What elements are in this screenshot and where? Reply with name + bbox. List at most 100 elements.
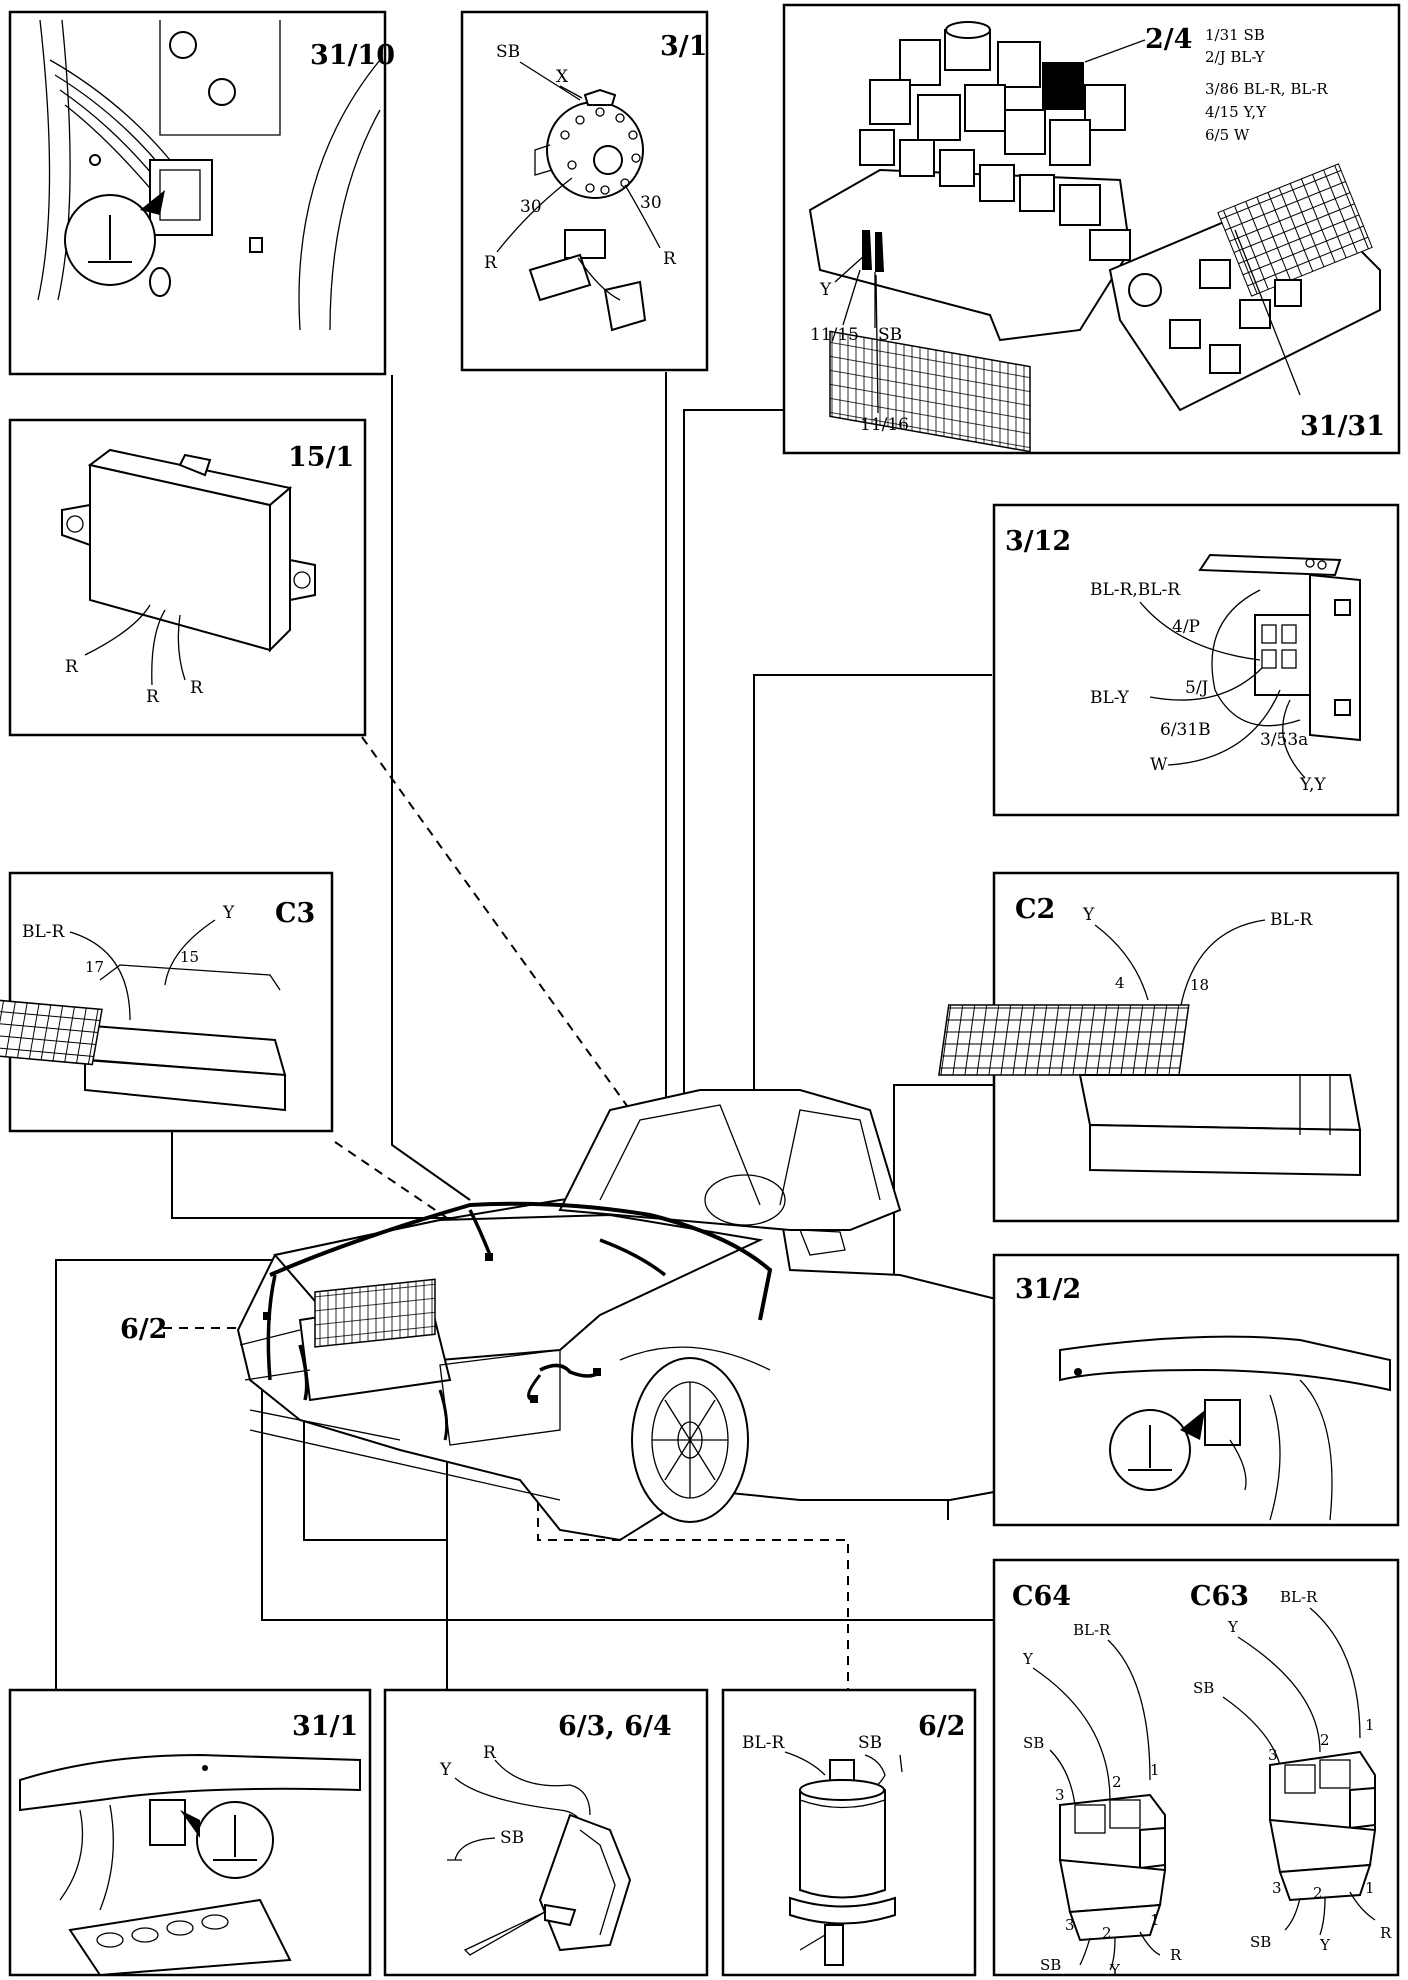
fuse-box-icon [1108, 163, 1381, 412]
panel-31-1-title: 31/1 [292, 1711, 358, 1742]
svg-text:3: 3 [1065, 1916, 1075, 1934]
panel-2-4-title: 2/4 [1145, 24, 1192, 55]
svg-text:SB: SB [1040, 1956, 1061, 1974]
panel-15-1: 15/1 R R R [8, 418, 367, 737]
svg-text:4/15 Y,Y: 4/15 Y,Y [1205, 103, 1267, 121]
svg-text:2: 2 [1112, 1773, 1122, 1791]
connector-c3-icon [0, 964, 287, 1112]
connector-c64-icon: BL-R Y SB 1 2 3 3 2 1 SB Y R [1022, 1621, 1182, 1979]
panel-c63-title: C63 [1190, 1581, 1249, 1612]
svg-text:Y: Y [1082, 905, 1095, 925]
front-grille [314, 1278, 436, 1348]
svg-text:Y: Y [222, 903, 235, 923]
svg-text:SB: SB [1250, 1933, 1271, 1951]
svg-text:4: 4 [1115, 974, 1125, 992]
panel-31-10: 31/10 [8, 10, 395, 376]
svg-text:17: 17 [85, 958, 104, 976]
svg-text:Y: Y [439, 1760, 452, 1780]
washer-pump-icon [789, 1759, 896, 1966]
svg-text:11/16: 11/16 [860, 415, 909, 435]
svg-text:BL-R: BL-R [22, 922, 66, 942]
svg-text:2: 2 [1320, 1731, 1330, 1749]
svg-text:30: 30 [640, 193, 662, 213]
svg-text:4/P: 4/P [1172, 617, 1200, 637]
panel-c2: C2 Y BL-R 4 18 [938, 871, 1400, 1223]
panel-2-4: 2/4 31/31 1/31 SB 2/J BL-Y 3/86 BL-R, BL… [782, 3, 1401, 455]
svg-text:BL-R: BL-R [742, 1733, 786, 1753]
svg-text:Y: Y [1022, 1650, 1034, 1668]
ignition-switch-icon [528, 88, 647, 332]
svg-text:1/31 SB: 1/31 SB [1205, 26, 1265, 44]
wiring-harness [263, 1201, 773, 1441]
svg-text:2/J BL-Y: 2/J BL-Y [1205, 48, 1266, 66]
svg-text:5/J: 5/J [1185, 678, 1209, 698]
panel-c3: C3 BL-R Y 17 15 [0, 871, 334, 1133]
svg-text:Y: Y [1109, 1961, 1121, 1979]
svg-text:Y: Y [819, 280, 832, 300]
svg-text:SB: SB [878, 325, 902, 345]
svg-text:SB: SB [1023, 1734, 1044, 1752]
panel-15-1-title: 15/1 [288, 442, 354, 473]
svg-text:1: 1 [1365, 1879, 1375, 1897]
panel-3-1: 3/1 SB X 30 30 R R [460, 10, 709, 372]
svg-text:W: W [1150, 755, 1168, 775]
svg-text:3: 3 [1055, 1786, 1065, 1804]
svg-text:1: 1 [1150, 1911, 1160, 1929]
svg-text:R: R [483, 1743, 497, 1763]
ground-symbol-icon-31-1 [180, 1801, 274, 1879]
panel-c3-title: C3 [275, 898, 315, 929]
label-6-2-left: 6/2 [120, 1314, 167, 1345]
svg-text:Y: Y [1227, 1618, 1239, 1636]
panel-31-2-title: 31/2 [1015, 1274, 1081, 1305]
svg-text:BL-R: BL-R [1270, 910, 1314, 930]
svg-text:SB: SB [500, 1828, 524, 1848]
svg-text:2: 2 [1313, 1884, 1323, 1902]
connector-c63-icon: BL-R Y SB 1 2 3 3 2 1 SB Y R [1193, 1588, 1392, 1954]
light-switch-icon [1198, 553, 1361, 742]
svg-text:R: R [65, 657, 79, 677]
panel-6-2: 6/2 BL-R SB [721, 1688, 977, 1977]
svg-text:BL-Y: BL-Y [1090, 688, 1130, 708]
control-module-icon [61, 448, 316, 653]
svg-text:SB: SB [858, 1733, 882, 1753]
svg-text:6/31B: 6/31B [1160, 720, 1211, 740]
panel-6-3-6-4: 6/3, 6/4 Y R SB [383, 1688, 709, 1977]
ground-symbol-icon-31-2 [1109, 1409, 1205, 1491]
svg-text:BL-R: BL-R [1073, 1621, 1111, 1639]
car-illustration [236, 1089, 1062, 1542]
panel-3-12-title: 3/12 [1005, 526, 1071, 557]
relay-legend: 1/31 SB 2/J BL-Y 3/86 BL-R, BL-R 4/15 Y,… [1205, 26, 1328, 144]
svg-text:Y: Y [1319, 1936, 1331, 1954]
svg-text:30: 30 [520, 197, 542, 217]
front-wheel [631, 1357, 749, 1523]
svg-text:11/15: 11/15 [810, 325, 859, 345]
panel-6-3-title: 6/3, 6/4 [558, 1711, 672, 1742]
svg-text:R: R [190, 678, 204, 698]
panel-31-10-title: 31/10 [310, 40, 395, 71]
panel-6-2-title: 6/2 [918, 1711, 965, 1742]
svg-text:Y,Y: Y,Y [1299, 775, 1326, 795]
svg-text:1: 1 [1365, 1716, 1375, 1734]
svg-text:2: 2 [1102, 1924, 1112, 1942]
svg-text:BL-R,BL-R: BL-R,BL-R [1090, 580, 1181, 600]
svg-text:15: 15 [180, 948, 199, 966]
svg-text:3/86 BL-R, BL-R: 3/86 BL-R, BL-R [1205, 80, 1328, 98]
svg-text:3: 3 [1272, 1879, 1282, 1897]
ground-symbol-icon [64, 190, 165, 286]
svg-text:R: R [146, 687, 160, 707]
washer-nozzle-icon [463, 1813, 632, 1956]
connector-c2-icon [938, 1004, 1362, 1177]
panel-c64-c63: C64 C63 BL-R Y SB 1 2 3 3 2 1 SB Y R BL-… [992, 1558, 1400, 1979]
svg-text:SB: SB [1193, 1679, 1214, 1697]
panel-31-1: 31/1 [8, 1688, 372, 1977]
steering-wheel [704, 1174, 786, 1226]
panel-c2-title: C2 [1015, 894, 1055, 925]
panel-31-2: 31/2 [992, 1253, 1400, 1527]
svg-text:3: 3 [1268, 1746, 1278, 1764]
svg-text:R: R [1380, 1924, 1392, 1942]
svg-text:R: R [484, 253, 498, 273]
svg-text:1: 1 [1150, 1761, 1160, 1779]
panel-31-31-title: 31/31 [1300, 411, 1385, 442]
svg-text:R: R [1170, 1946, 1182, 1964]
panel-c64-title: C64 [1012, 1581, 1071, 1612]
